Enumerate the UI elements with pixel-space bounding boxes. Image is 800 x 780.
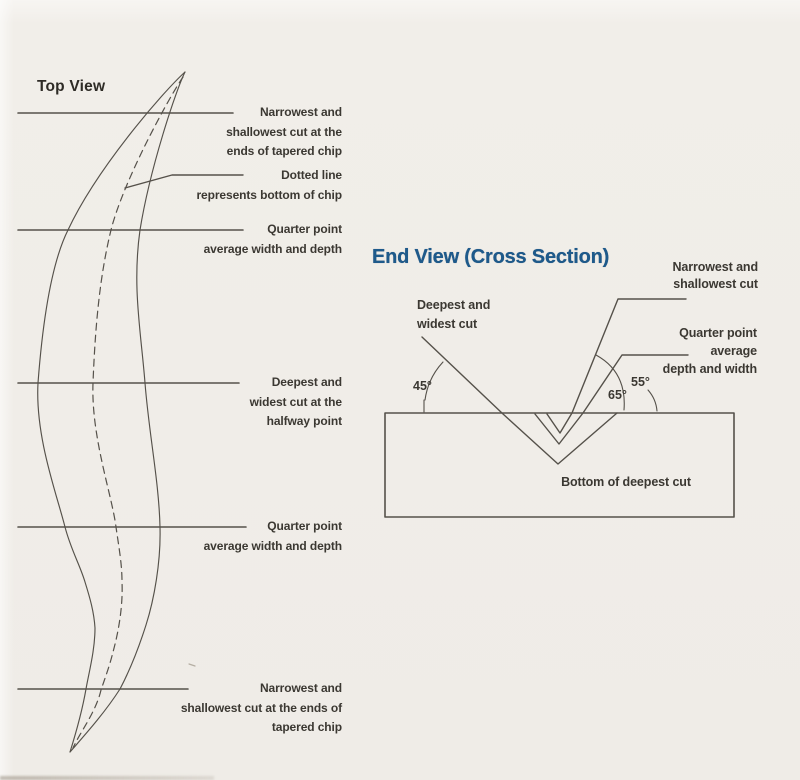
label-deepest-widest: Deepest and widest cut at the halfway po… [249, 375, 342, 428]
label-narrowest-shallowest-bottom: Narrowest and shallowest cut at the ends… [180, 681, 342, 734]
label-ev-quarter-point: Quarter point average depth and width [662, 326, 757, 376]
angle-label-45: 45° [413, 379, 432, 393]
chip-outline-left-edge [37, 71, 186, 753]
label-dotted-line: Dotted line represents bottom of chip [196, 168, 342, 202]
quarter-cut-v [534, 354, 689, 445]
end-view-title: End View (Cross Section) [372, 246, 610, 268]
label-narrowest-shallowest-top: Narrowest and shallowest cut at the ends… [226, 105, 342, 158]
angle-arc-55 [647, 389, 658, 412]
angle-arc-65 [595, 354, 625, 411]
label-ev-deepest-widest: Deepest and widest cut [417, 298, 491, 331]
cross-section-block [384, 412, 735, 518]
label-bottom-of-deepest-cut: Bottom of deepest cut [561, 475, 691, 489]
label-ev-narrowest-shallowest: Narrowest and shallowest cut [672, 260, 758, 291]
shallowest-cut-v [546, 298, 687, 434]
angle-arc-45 [424, 361, 444, 401]
stray-mark [188, 663, 196, 667]
label-quarter-point-lower: Quarter point average width and depth [203, 519, 342, 553]
leader-dotted-line-label [124, 174, 244, 189]
label-quarter-point-upper: Quarter point average width and depth [203, 222, 342, 256]
cropped-caption-smudge [0, 776, 214, 780]
angle-label-65: 65° [608, 388, 627, 402]
deepest-cut-v [421, 336, 618, 465]
chip-outline-right-edge [69, 71, 186, 753]
chip-bottom-centerline-dashed [72, 76, 184, 749]
top-view-title: Top View [37, 78, 106, 95]
angle-label-55: 55° [631, 375, 650, 389]
